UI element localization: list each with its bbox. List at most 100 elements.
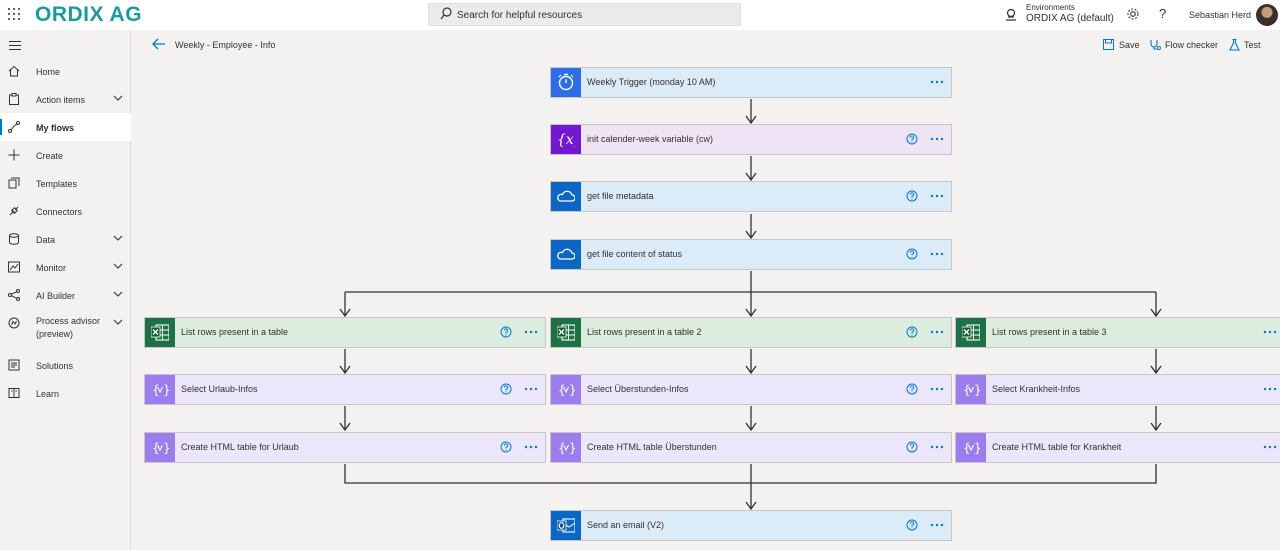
- search-box[interactable]: Search for helpful resources: [428, 3, 741, 26]
- more-options-icon[interactable]: [523, 382, 539, 396]
- chevron-down-icon[interactable]: [113, 318, 123, 326]
- excel-icon: [145, 318, 175, 347]
- help-circle-icon[interactable]: [500, 383, 512, 395]
- hamburger-menu-icon[interactable]: [9, 41, 21, 53]
- chevron-down-icon[interactable]: [113, 234, 123, 242]
- svg-text:}: }: [163, 383, 169, 397]
- svg-text:}: }: [974, 383, 980, 397]
- gear-icon[interactable]: [1126, 7, 1140, 21]
- flow-step-title: get file content of status: [587, 249, 683, 259]
- more-options-icon[interactable]: [929, 382, 945, 396]
- help-circle-icon[interactable]: [906, 248, 918, 260]
- monitor-icon: [8, 261, 20, 273]
- svg-text:}: }: [569, 383, 575, 397]
- more-options-icon[interactable]: [929, 440, 945, 454]
- help-circle-icon[interactable]: [906, 190, 918, 202]
- flow-step-card[interactable]: List rows present in a table 3: [955, 317, 1280, 348]
- help-icon[interactable]: ?: [1159, 6, 1167, 21]
- sidebar-item-label: Connectors: [36, 207, 83, 217]
- sidebar-item-label: Home: [36, 67, 61, 77]
- stethoscope-icon: [1150, 40, 1161, 50]
- sidebar-item-action-items[interactable]: Action items: [0, 85, 131, 113]
- sidebar-item-connectors[interactable]: Connectors: [0, 197, 131, 225]
- flow-step-card[interactable]: {x}init calender-week variable (cw): [550, 124, 952, 155]
- flow-icon: [8, 121, 20, 133]
- test-label: Test: [1244, 40, 1261, 50]
- sidebar-item-my-flows[interactable]: My flows: [0, 113, 131, 141]
- more-options-icon[interactable]: [929, 518, 945, 532]
- chevron-down-icon[interactable]: [113, 290, 123, 298]
- flow-step-card[interactable]: {}Create HTML table for Urlaub: [144, 432, 546, 463]
- help-circle-icon[interactable]: [906, 441, 918, 453]
- more-options-icon[interactable]: [523, 325, 539, 339]
- environment-name[interactable]: ORDIX AG (default): [1026, 13, 1114, 24]
- svg-text:{: {: [152, 441, 160, 455]
- chevron-down-icon[interactable]: [113, 94, 123, 102]
- more-options-icon[interactable]: [1262, 382, 1278, 396]
- flow-step-card[interactable]: get file metadata: [550, 181, 952, 212]
- chevron-down-icon[interactable]: [113, 262, 123, 270]
- excel-icon: [956, 318, 986, 347]
- sidebar-item-label-line2: (preview): [36, 329, 74, 339]
- app-launcher-icon[interactable]: [8, 8, 20, 20]
- more-options-icon[interactable]: [929, 189, 945, 203]
- data-operation-icon: {}: [145, 375, 175, 404]
- more-options-icon[interactable]: [929, 75, 945, 89]
- flow-step-card[interactable]: {}Select Urlaub-Infos: [144, 374, 546, 405]
- home-icon: [8, 65, 20, 77]
- help-circle-icon[interactable]: [500, 441, 512, 453]
- help-circle-icon[interactable]: [906, 383, 918, 395]
- help-circle-icon[interactable]: [906, 519, 918, 531]
- environment-icon[interactable]: [1004, 8, 1018, 22]
- sidebar-item-solutions[interactable]: Solutions: [0, 351, 131, 379]
- sidebar-item-templates[interactable]: Templates: [0, 169, 131, 197]
- more-options-icon[interactable]: [1262, 325, 1278, 339]
- save-icon: [1103, 39, 1114, 50]
- sidebar-item-home[interactable]: Home: [0, 57, 131, 85]
- flow-step-card[interactable]: get file content of status: [550, 239, 952, 270]
- search-placeholder: Search for helpful resources: [457, 10, 583, 21]
- brand-logo[interactable]: ORDIX AG: [35, 3, 143, 26]
- sidebar-item-label: My flows: [36, 123, 75, 133]
- help-circle-icon[interactable]: [500, 326, 512, 338]
- data-operation-icon: {}: [551, 433, 581, 462]
- sidebar-item-label: Monitor: [36, 263, 67, 273]
- help-circle-icon[interactable]: [906, 133, 918, 145]
- sidebar-item-label: Action items: [36, 95, 86, 105]
- flow-step-card[interactable]: List rows present in a table: [144, 317, 546, 348]
- more-options-icon[interactable]: [1262, 440, 1278, 454]
- flow-step-title: List rows present in a table 2: [587, 327, 702, 337]
- flow-step-title: Create HTML table for Krankheit: [992, 442, 1122, 452]
- flow-step-title: Weekly Trigger (monday 10 AM): [587, 77, 716, 87]
- more-options-icon[interactable]: [929, 132, 945, 146]
- more-options-icon[interactable]: [523, 440, 539, 454]
- sidebar-item-label-line1: Process advisor: [36, 316, 101, 326]
- sidebar-item-ai-builder[interactable]: AI Builder: [0, 281, 131, 309]
- more-options-icon[interactable]: [929, 247, 945, 261]
- flow-checker-label: Flow checker: [1165, 40, 1219, 50]
- more-options-icon[interactable]: [929, 325, 945, 339]
- svg-text:{: {: [558, 383, 566, 397]
- sidebar-item-label: Data: [36, 235, 56, 245]
- flow-step-card[interactable]: {}Create HTML table for Krankheit: [955, 432, 1280, 463]
- flow-step-card[interactable]: {}Select Krankheit-Infos: [955, 374, 1280, 405]
- flask-icon: [1229, 39, 1240, 51]
- sidebar-item-create[interactable]: Create: [0, 141, 131, 169]
- sidebar-item-process-advisor[interactable]: Process advisor (preview): [0, 309, 131, 347]
- back-arrow-icon[interactable]: [152, 38, 166, 50]
- sidebar-item-data[interactable]: Data: [0, 225, 131, 253]
- sidebar-item-monitor[interactable]: Monitor: [0, 253, 131, 281]
- flow-title: Weekly - Employee - Info: [175, 40, 276, 50]
- sidebar-item-learn[interactable]: Learn: [0, 379, 131, 407]
- avatar[interactable]: [1256, 4, 1278, 26]
- sidebar-item-label: Learn: [36, 389, 60, 399]
- flow-step-card[interactable]: Weekly Trigger (monday 10 AM): [550, 67, 952, 98]
- help-circle-icon[interactable]: [906, 326, 918, 338]
- flow-step-card[interactable]: {}Create HTML table Überstunden: [550, 432, 952, 463]
- onedrive-icon: [551, 182, 581, 211]
- excel-icon: [551, 318, 581, 347]
- flow-step-card[interactable]: List rows present in a table 2: [550, 317, 952, 348]
- user-name[interactable]: Sebastian Herd: [1189, 10, 1252, 20]
- flow-step-card[interactable]: {}Select Überstunden-Infos: [550, 374, 952, 405]
- flow-step-card[interactable]: Send an email (V2): [550, 510, 952, 541]
